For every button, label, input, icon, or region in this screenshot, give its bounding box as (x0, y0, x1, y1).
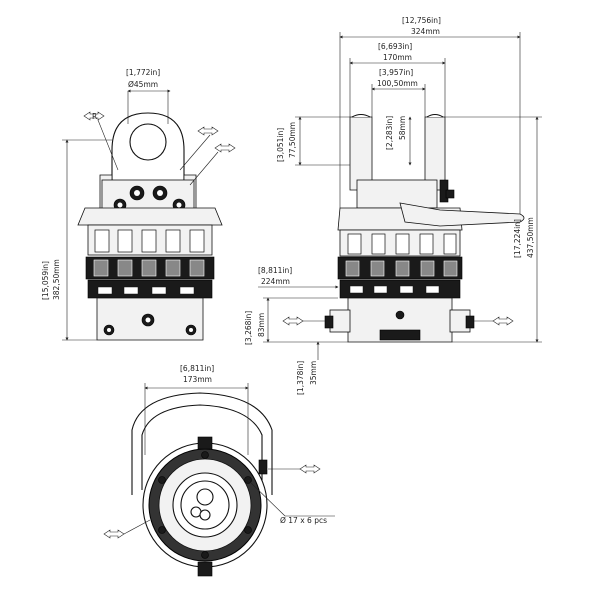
pin-dia-mm: Ø45mm (128, 80, 158, 89)
swing-arm (399, 202, 525, 227)
fork-base (356, 179, 438, 209)
base-offset-in: [1,378in] (296, 361, 305, 395)
width-mm: 324mm (411, 27, 440, 36)
pin-dia-in: [1,772in] (126, 68, 160, 77)
fork-outer-mm: 170mm (383, 53, 412, 62)
height-left-in: [15,059in] (41, 261, 50, 300)
height-right-in: [17,224in] (513, 219, 522, 258)
fork-height-mm: 77,50mm (288, 122, 297, 158)
port-width-mm: 224mm (261, 277, 290, 286)
base-height-in: [3,268in] (244, 311, 253, 345)
port-arrow-icon (282, 316, 514, 474)
fork-depth-in: [2,283in] (385, 116, 394, 150)
width-in: [12,756in] (402, 16, 441, 25)
holes-label: Ø 17 x 6 pcs (280, 516, 327, 525)
bottom-dia-mm: 173mm (183, 375, 212, 384)
bottom-view: [6,811in] 173mm Ø 17 x 6 pcs (103, 364, 335, 577)
height-right-mm: 437,50mm (526, 217, 535, 258)
fork-outer-in: [6,693in] (378, 42, 412, 51)
flow-arrow-icon (83, 111, 236, 153)
side-port-left (324, 315, 334, 329)
fork-prong-right (424, 116, 446, 191)
side-view: [12,756in] 324mm [6,693in] 170mm [3,957i… (244, 16, 542, 474)
height-left-mm: 382,50mm (52, 259, 61, 300)
radius-label: R (92, 112, 97, 121)
fork-height-in: [3,051in] (276, 128, 285, 162)
fork-inner-mm: 100,50mm (377, 79, 418, 88)
base-offset-mm: 35mm (309, 361, 318, 385)
fork-inner-in: [3,957in] (379, 68, 413, 77)
side-port-right (465, 315, 475, 329)
fork-depth-mm: 58mm (398, 116, 407, 140)
top-flange (77, 207, 223, 226)
bolt-holes (158, 451, 252, 559)
side-fitting (439, 179, 455, 203)
base-height-mm: 83mm (257, 313, 266, 337)
bottom-dia-in: [6,811in] (180, 364, 214, 373)
port-width-in: [8,811in] (258, 266, 292, 275)
lug-pin-hole (129, 123, 167, 161)
front-view: R [1,772in] Ø45mm [15,059in] 382,50mm (41, 68, 236, 341)
fork-prong-left (349, 116, 373, 191)
